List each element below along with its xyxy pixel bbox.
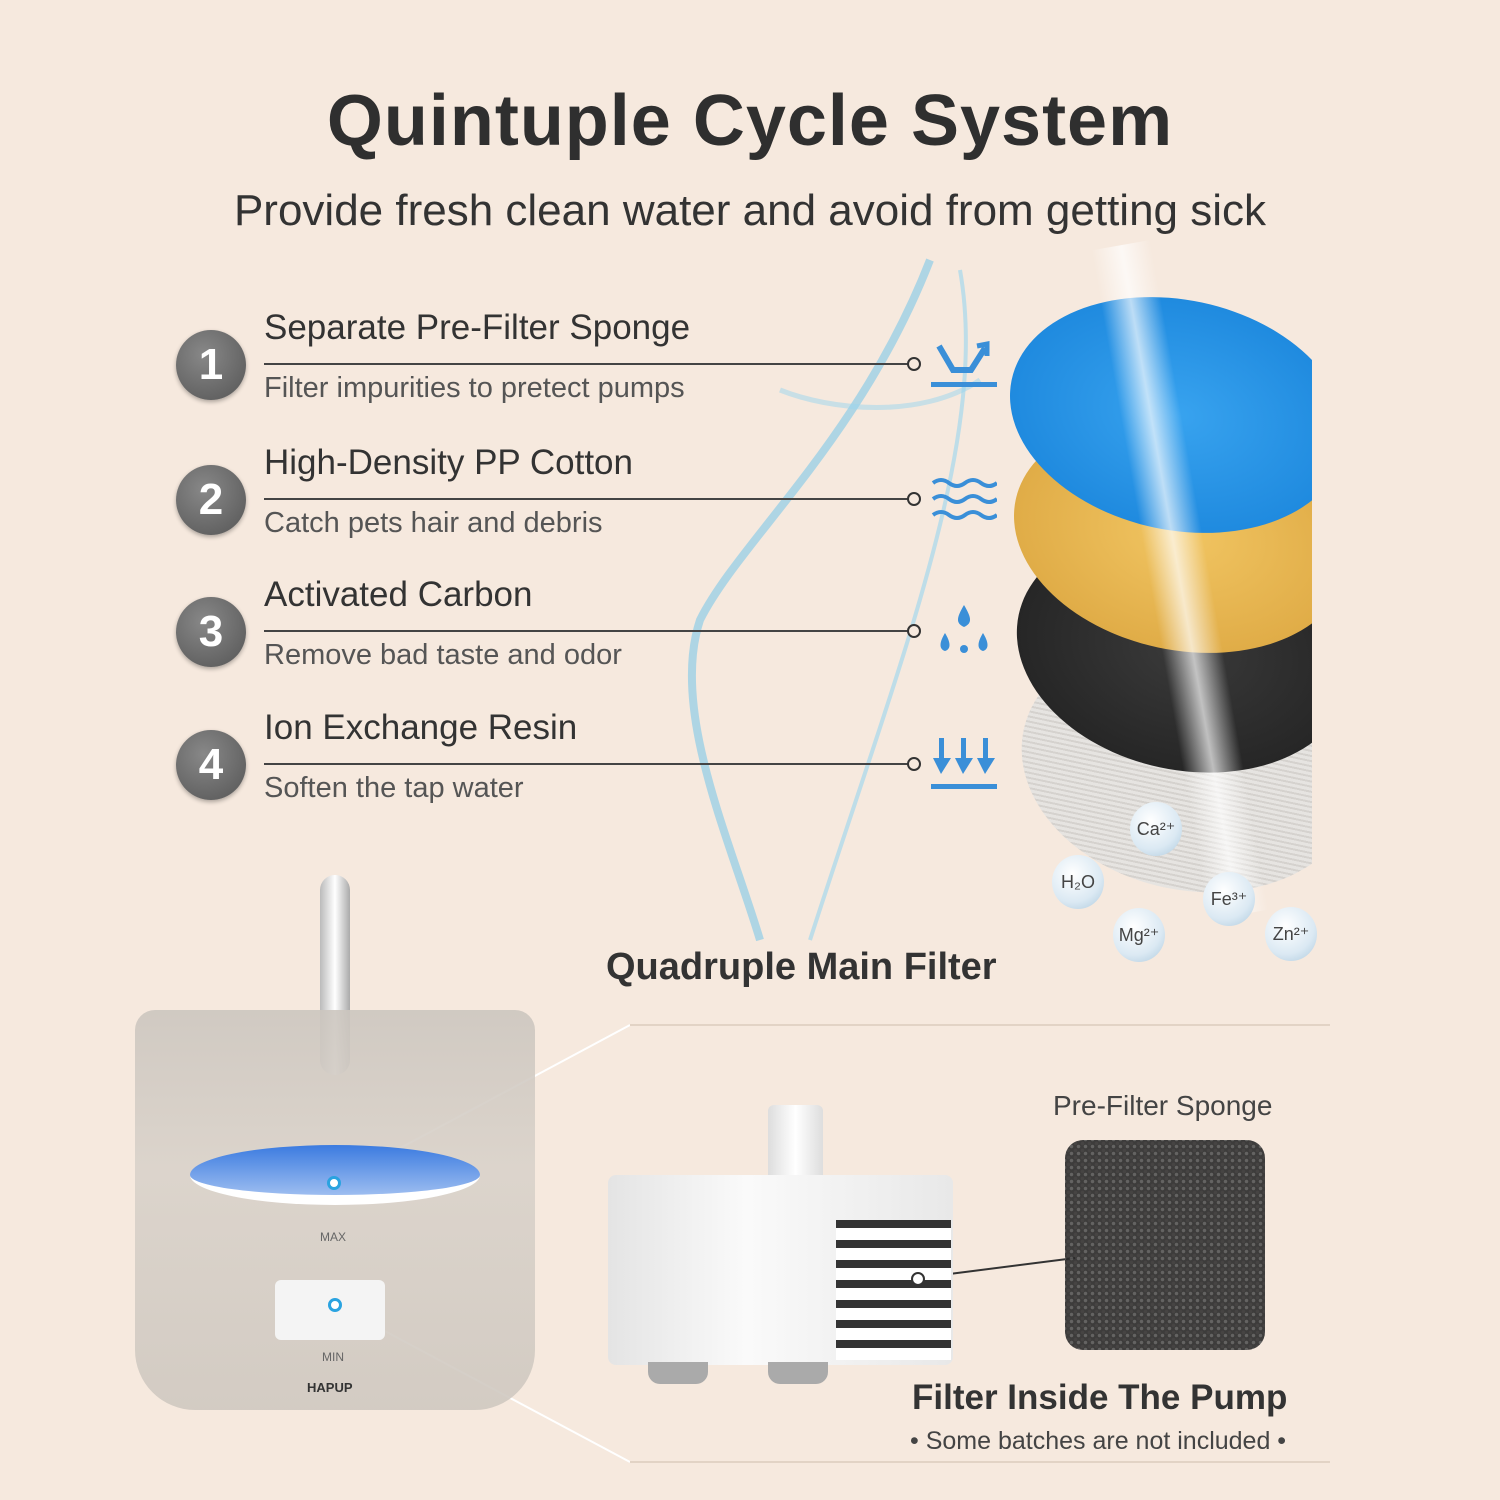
pointer-dot	[327, 1176, 341, 1190]
min-label: MIN	[322, 1350, 344, 1364]
background-mask	[1312, 230, 1500, 930]
step-1: 1 Separate Pre-Filter Sponge Filter impu…	[176, 308, 1016, 440]
pointer-dot	[907, 757, 921, 771]
brand-logo: HAPUP	[307, 1380, 353, 1395]
suction-cup	[768, 1362, 828, 1384]
ion-bubble: Ca²⁺	[1130, 802, 1182, 856]
max-label: MAX	[320, 1230, 347, 1244]
pump-filter-note: • Some batches are not included •	[910, 1427, 1287, 1455]
water-drops-icon	[940, 605, 988, 653]
step-4: 4 Ion Exchange Resin Soften the tap wate…	[176, 708, 1016, 840]
ion-bubble: H₂O	[1052, 855, 1104, 909]
down-arrows-icon	[931, 738, 997, 789]
water-flow-icon	[931, 340, 997, 387]
ion-bubble: Mg²⁺	[1113, 908, 1165, 962]
page-title: Quintuple Cycle System	[326, 81, 1174, 161]
divider	[264, 763, 908, 765]
step-description: Remove bad taste and odor	[264, 639, 622, 671]
page-subtitle: Provide fresh clean water and avoid from…	[233, 186, 1267, 235]
step-title: Ion Exchange Resin	[264, 708, 578, 747]
ion-bubble: Zn²⁺	[1265, 907, 1317, 961]
fountain-body	[135, 1010, 535, 1410]
fountain-image: MAX MIN HAPUP	[135, 875, 535, 1420]
pointer-dot	[907, 357, 921, 371]
pointer-dot	[907, 492, 921, 506]
suction-cup	[648, 1362, 708, 1384]
step-description: Soften the tap water	[264, 772, 524, 804]
step-2: 2 High-Density PP Cotton Catch pets hair…	[176, 443, 1016, 575]
step-description: Catch pets hair and debris	[264, 507, 603, 539]
pointer-dot	[907, 624, 921, 638]
step-number-badge: 1	[176, 330, 246, 400]
pump-intake-grille	[836, 1220, 951, 1360]
step-number-badge: 2	[176, 465, 246, 535]
step-title: High-Density PP Cotton	[264, 443, 633, 482]
divider	[264, 630, 908, 632]
divider	[264, 363, 908, 365]
ion-bubble: Fe³⁺	[1203, 872, 1255, 926]
pointer-dot	[911, 1272, 925, 1286]
filter-disc	[190, 1145, 480, 1205]
divider	[264, 498, 908, 500]
pump-image	[608, 1100, 953, 1390]
pre-filter-sponge-label: Pre-Filter Sponge	[1053, 1090, 1273, 1121]
step-title: Separate Pre-Filter Sponge	[264, 308, 691, 347]
step-number-badge: 4	[176, 730, 246, 800]
pointer-dot	[328, 1298, 342, 1312]
pre-filter-sponge-image	[1065, 1140, 1265, 1350]
step-3: 3 Activated Carbon Remove bad taste and …	[176, 575, 1016, 707]
step-description: Filter impurities to pretect pumps	[264, 372, 685, 404]
pump-filter-title: Filter Inside The Pump	[912, 1378, 1288, 1417]
water-splash-graphic	[687, 258, 982, 942]
main-filter-label: Quadruple Main Filter	[606, 946, 997, 988]
waves-icon	[931, 478, 997, 520]
step-number-badge: 3	[176, 597, 246, 667]
step-title: Activated Carbon	[264, 575, 533, 614]
